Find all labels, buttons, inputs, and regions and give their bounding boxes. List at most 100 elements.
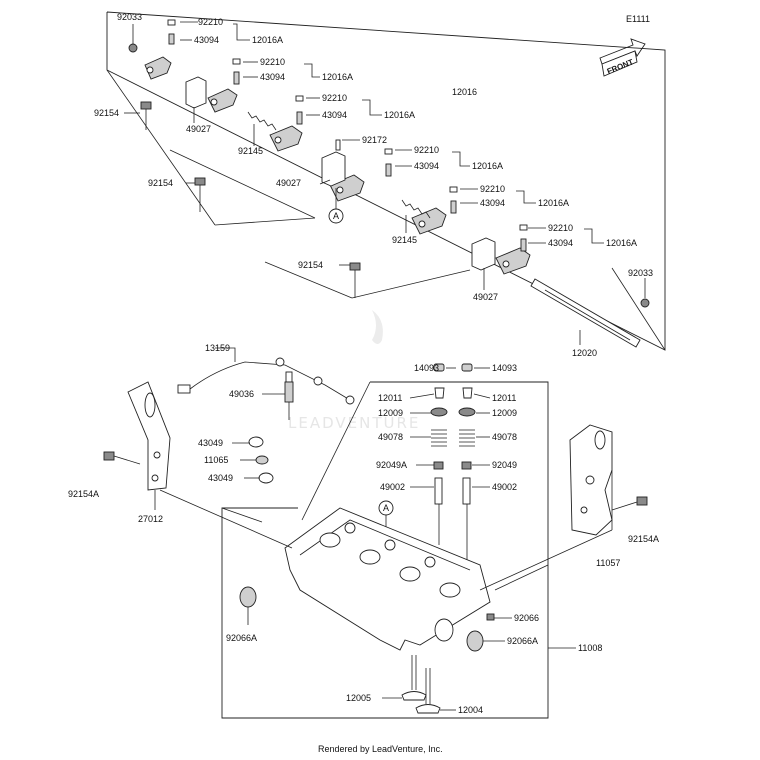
label-12005: 12005 [346,693,371,703]
label-49027: 49027 [186,124,211,134]
bolt-92154A-left [103,451,141,465]
glow-plug-harness [177,357,355,405]
cylinder-head [284,507,491,651]
valve-parts-right [458,363,476,505]
label-43049: 43049 [208,473,233,483]
label-43094: 43094 [322,110,347,120]
watermark: LEADVENTURE [288,310,420,432]
left-bracket [127,381,171,491]
label-92210: 92210 [414,145,439,155]
rocker-arm-3 [269,125,303,152]
footer-credit: Rendered by LeadVenture, Inc. [318,744,443,754]
label-49027: 49027 [276,178,301,188]
label-92154A: 92154A [628,534,659,544]
label-14093: 14093 [492,363,517,373]
rocker-support-3 [471,237,496,271]
rocker-spring-1 [247,111,277,131]
label-92154: 92154 [298,260,323,270]
label-43094: 43094 [194,35,219,45]
label-11008: 11008 [578,643,602,653]
front-arrow-icon: FRONT [599,38,646,77]
glow-plug [284,371,294,420]
label-92049A: 92049A [376,460,407,470]
valve-12004 [415,668,441,714]
right-bracket [569,424,613,536]
rocker-arm-1 [144,56,172,80]
label-11057: 11057 [596,558,620,568]
label-92033: 92033 [628,268,653,278]
figure-code: E1111 [626,14,650,24]
label-12009: 12009 [378,408,403,418]
rocker-spring-2 [401,199,431,219]
label-49027: 49027 [473,292,498,302]
valve-parts-left [430,363,448,505]
part-labels: 92033 92210 43094 12016A 92210 43094 120… [68,12,659,715]
label-92210: 92210 [260,57,285,67]
label-92066A: 92066A [507,636,538,646]
watermark-text: LEADVENTURE [288,414,420,432]
label-12016A: 12016A [472,161,503,171]
rocker-arm-2 [207,88,238,113]
label-92172: 92172 [362,135,387,145]
plug-92066 [486,613,495,621]
seal-43049-2 [258,472,274,484]
label-92145: 92145 [392,235,417,245]
label-49002: 49002 [380,482,405,492]
label-92033: 92033 [117,12,142,22]
label-12016A: 12016A [322,72,353,82]
label-92210: 92210 [322,93,347,103]
label-43094: 43094 [480,198,505,208]
label-49036: 49036 [229,389,254,399]
bolt-92154A-right [611,496,648,511]
label-92145: 92145 [238,146,263,156]
label-92066: 92066 [514,613,539,623]
svg-text:A: A [333,211,339,221]
label-92154A: 92154A [68,489,99,499]
label-92066A: 92066A [226,633,257,643]
plug-92066A-left [239,586,257,608]
label-12009: 12009 [492,408,517,418]
label-43094: 43094 [548,238,573,248]
label-13159: 13159 [205,343,230,353]
label-12011: 12011 [492,393,516,403]
circlip-2 [640,298,650,308]
valve-12005 [401,655,427,701]
rocker-assembly-frame [106,11,666,351]
label-92154: 92154 [94,108,119,118]
label-92049: 92049 [492,460,517,470]
label-11065: 11065 [204,455,228,465]
label-92210: 92210 [480,184,505,194]
rocker-shaft [530,278,641,348]
rocker-support-1 [185,76,207,109]
label-92210: 92210 [548,223,573,233]
label-12016: 12016 [452,87,477,97]
label-12016A: 12016A [538,198,569,208]
rocker-support-2 [321,151,346,187]
label-43094: 43094 [260,72,285,82]
label-12020: 12020 [572,348,597,358]
leader-lines [124,21,646,711]
seal-43049-1 [248,436,264,448]
plug-92066A-right [466,630,484,652]
gasket-11065 [255,455,269,465]
head-frame [221,381,549,719]
label-92154: 92154 [148,178,173,188]
label-12016A: 12016A [606,238,637,248]
rocker-arm-5 [411,207,447,235]
circlip-1 [128,43,138,53]
label-12016A: 12016A [384,110,415,120]
label-12004: 12004 [458,705,483,715]
label-14093: 14093 [414,363,439,373]
rocker-arm-6 [495,247,531,275]
label-92210: 92210 [198,17,223,27]
bolt-92154-set [140,101,361,298]
label-12016A: 12016A [252,35,283,45]
label-49078: 49078 [492,432,517,442]
svg-text:A: A [383,503,389,513]
label-49002: 49002 [492,482,517,492]
label-27012: 27012 [138,514,163,524]
adjust-screw-set [167,19,528,252]
label-43049: 43049 [198,438,223,448]
label-12011: 12011 [378,393,402,403]
